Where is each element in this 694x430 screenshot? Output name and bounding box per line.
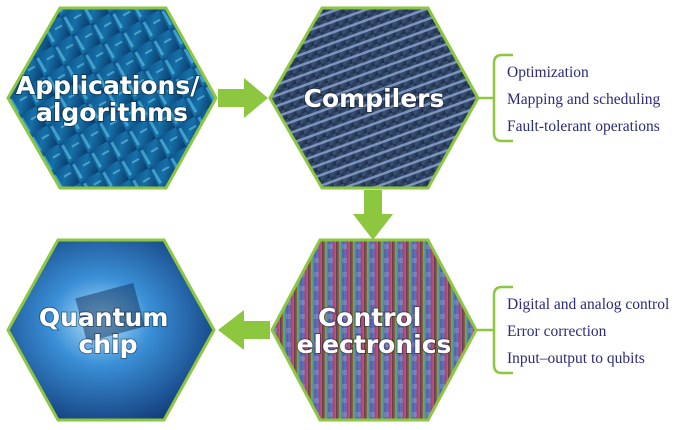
arrow-right-icon bbox=[218, 78, 268, 118]
compilers-bracket bbox=[478, 53, 513, 143]
node-label-quantum: Quantum chip bbox=[39, 303, 177, 359]
arrow-down-icon bbox=[353, 190, 393, 240]
control-detail-item: Input–output to qubits bbox=[507, 350, 645, 367]
control-detail-item: Error correction bbox=[507, 323, 607, 340]
node-label-applications: Applications/ algorithms bbox=[16, 71, 208, 127]
control-bracket bbox=[476, 285, 513, 375]
compilers-detail-item: Optimization bbox=[507, 64, 589, 81]
node-label-control: Control electronics bbox=[297, 303, 452, 359]
compilers-detail-item: Mapping and scheduling bbox=[507, 91, 661, 108]
hexagon-applications bbox=[6, 6, 218, 190]
arrow-left-icon bbox=[218, 310, 270, 350]
node-label-compilers: Compilers bbox=[304, 84, 445, 113]
control-detail-item: Digital and analog control bbox=[507, 296, 669, 313]
compilers-detail-item: Fault-tolerant operations bbox=[507, 118, 660, 135]
